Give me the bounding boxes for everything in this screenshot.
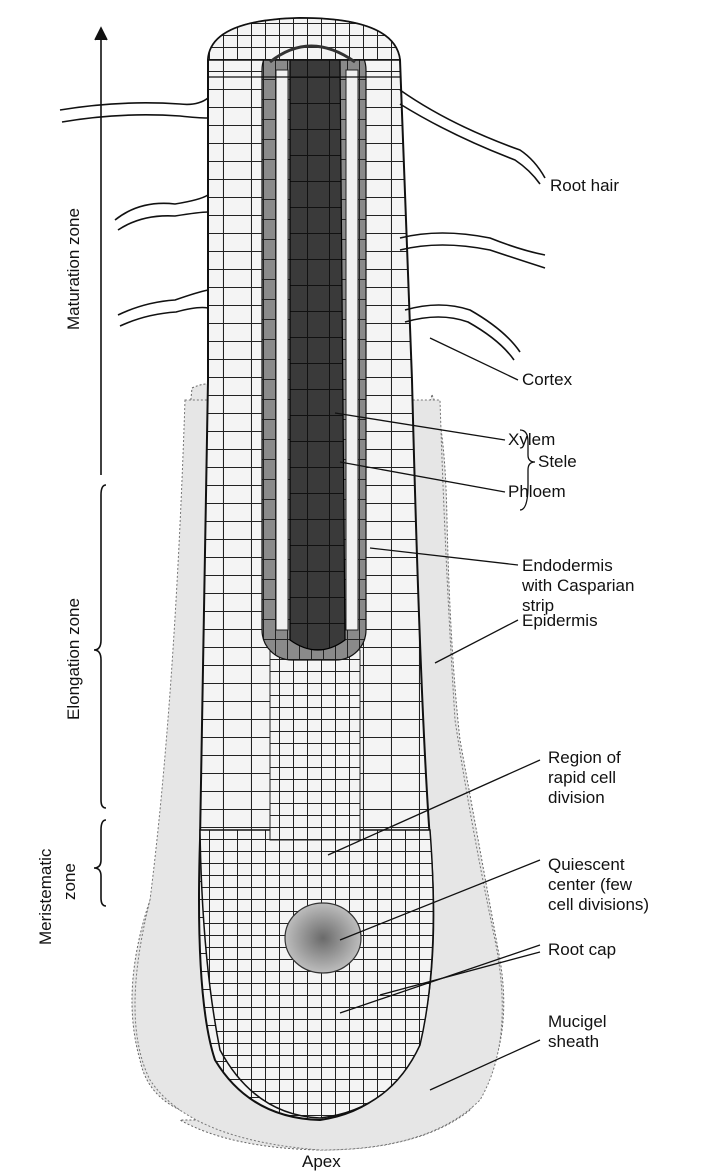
meristem-cells: [270, 650, 360, 840]
quiescent-center: [285, 903, 361, 973]
label-endodermis: Endodermis with Casparian strip: [522, 556, 634, 616]
label-mucigel-sheath: Mucigel sheath: [548, 1012, 607, 1052]
label-cortex: Cortex: [522, 370, 572, 390]
stele-core: [290, 50, 345, 650]
zone-maturation: Maturation zone: [64, 208, 84, 330]
label-stele: Stele: [538, 452, 577, 472]
label-rapid-division: Region of rapid cell division: [548, 748, 621, 808]
label-epidermis: Epidermis: [522, 611, 598, 631]
label-xylem: Xylem: [508, 430, 555, 450]
label-quiescent-center: Quiescent center (few cell divisions): [548, 855, 649, 915]
zone-meristematic-2: zone: [60, 863, 80, 900]
zone-meristematic-1: Meristematic: [36, 849, 56, 945]
label-phloem: Phloem: [508, 482, 566, 502]
zone-brackets: [94, 28, 107, 906]
label-root-hair: Root hair: [550, 176, 619, 196]
label-root-cap: Root cap: [548, 940, 616, 960]
label-apex: Apex: [302, 1152, 341, 1172]
zone-elongation: Elongation zone: [64, 598, 84, 720]
